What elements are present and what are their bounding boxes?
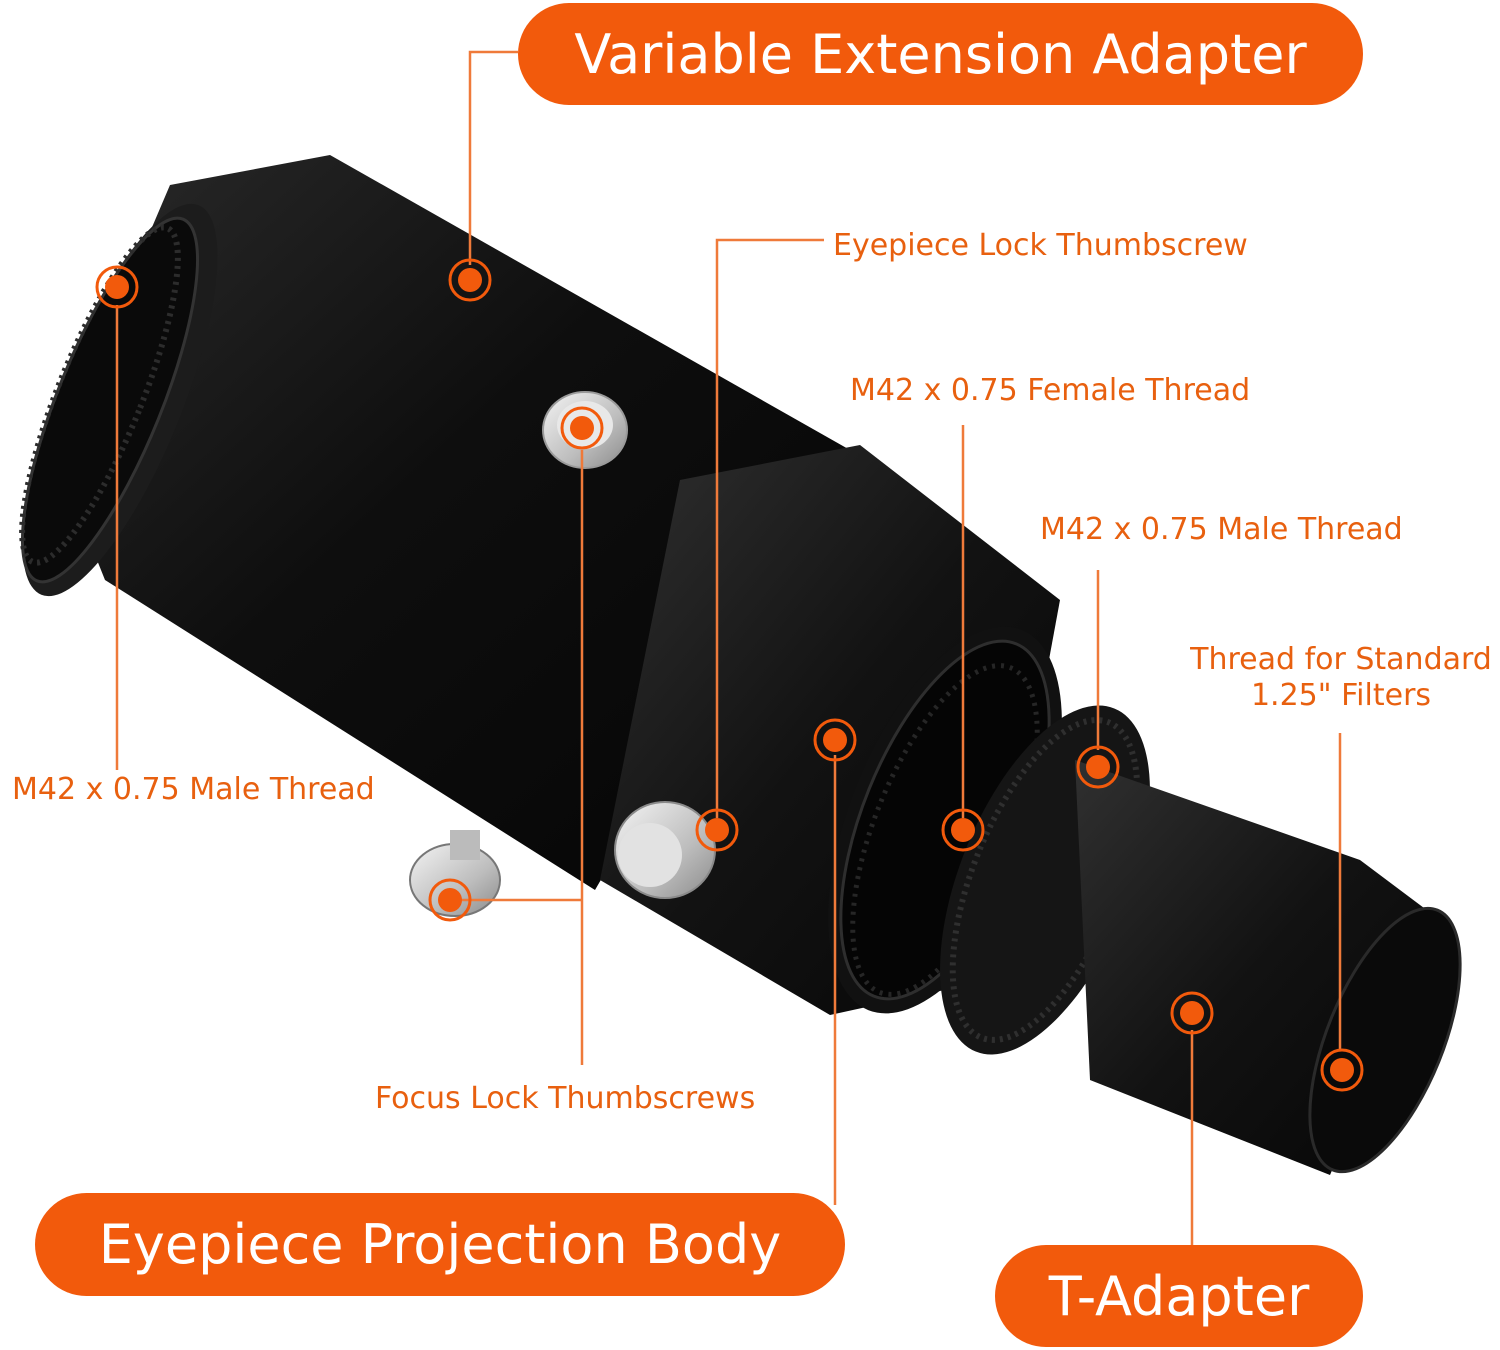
target-dot-icon xyxy=(695,808,739,852)
target-dot-icon xyxy=(1320,1048,1364,1092)
target-dot-icon xyxy=(1170,991,1214,1035)
focus-lock-thumbscrews-callout: Focus Lock Thumbscrews xyxy=(375,1081,756,1116)
target-dot-icon xyxy=(560,406,604,450)
markers xyxy=(95,258,1364,1092)
male-thread-left-callout: M42 x 0.75 Male Thread xyxy=(12,772,375,807)
target-dot-icon xyxy=(941,808,985,852)
target-dot-icon xyxy=(813,718,857,762)
leader-lines xyxy=(115,50,1342,1245)
variable-extension-adapter-label: Variable Extension Adapter xyxy=(574,22,1307,86)
t-adapter-title: T-Adapter xyxy=(995,1245,1363,1347)
target-dot-icon xyxy=(1076,745,1120,789)
target-dot-icon xyxy=(95,265,139,309)
filter-thread-line1: Thread for Standard xyxy=(1190,642,1492,677)
target-dot-icon xyxy=(428,878,472,922)
eyepiece-lock-thumbscrew-callout: Eyepiece Lock Thumbscrew xyxy=(833,228,1248,263)
eyepiece-projection-body-title: Eyepiece Projection Body xyxy=(35,1193,845,1296)
t-adapter-label: T-Adapter xyxy=(1048,1264,1310,1328)
filter-thread-line2: 1.25" Filters xyxy=(1250,678,1432,713)
target-dot-icon xyxy=(448,258,492,302)
female-thread-callout: M42 x 0.75 Female Thread xyxy=(850,373,1251,408)
focus-lock-thumbscrew-front xyxy=(614,801,716,899)
male-thread-right-callout: M42 x 0.75 Male Thread xyxy=(1040,512,1403,547)
eyepiece-projection-body-label: Eyepiece Projection Body xyxy=(98,1213,782,1276)
filter-thread-callout: Thread for Standard 1.25" Filters xyxy=(1185,642,1497,714)
variable-extension-adapter-title: Variable Extension Adapter xyxy=(518,3,1363,105)
